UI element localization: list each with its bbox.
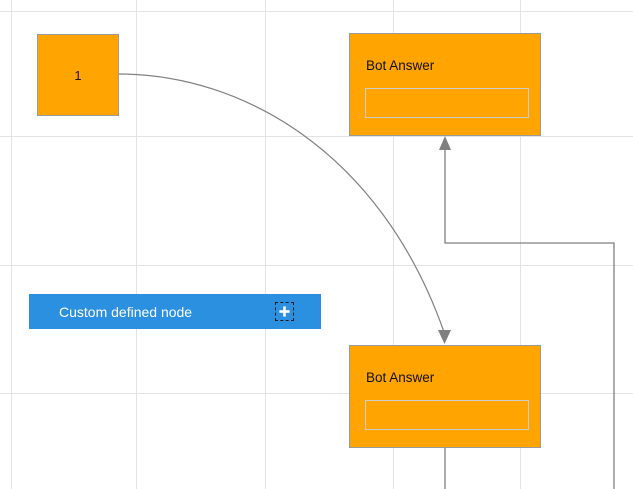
custom-defined-node-button[interactable]: Custom defined node bbox=[29, 294, 321, 329]
node-title: Bot Answer bbox=[366, 370, 435, 385]
grid-line-vertical bbox=[11, 0, 12, 489]
plus-icon[interactable] bbox=[275, 302, 294, 321]
node-title: Bot Answer bbox=[366, 58, 435, 73]
node-answer-slot[interactable] bbox=[365, 88, 529, 118]
node-answer-slot[interactable] bbox=[365, 400, 529, 430]
custom-defined-node-label: Custom defined node bbox=[59, 303, 193, 320]
arrowhead-up-icon bbox=[439, 136, 451, 150]
grid-line-horizontal bbox=[0, 136, 633, 137]
node-start-label: 1 bbox=[74, 67, 82, 83]
arrowhead-down-icon bbox=[438, 330, 451, 344]
node-bot-answer-top[interactable]: Bot Answer bbox=[349, 33, 541, 136]
grid-line-vertical bbox=[136, 0, 137, 489]
node-start[interactable]: 1 bbox=[37, 34, 119, 116]
grid-line-vertical bbox=[265, 0, 266, 489]
grid-line-horizontal bbox=[0, 11, 633, 12]
node-bot-answer-bottom[interactable]: Bot Answer bbox=[349, 345, 541, 448]
grid-line-horizontal bbox=[0, 265, 633, 266]
